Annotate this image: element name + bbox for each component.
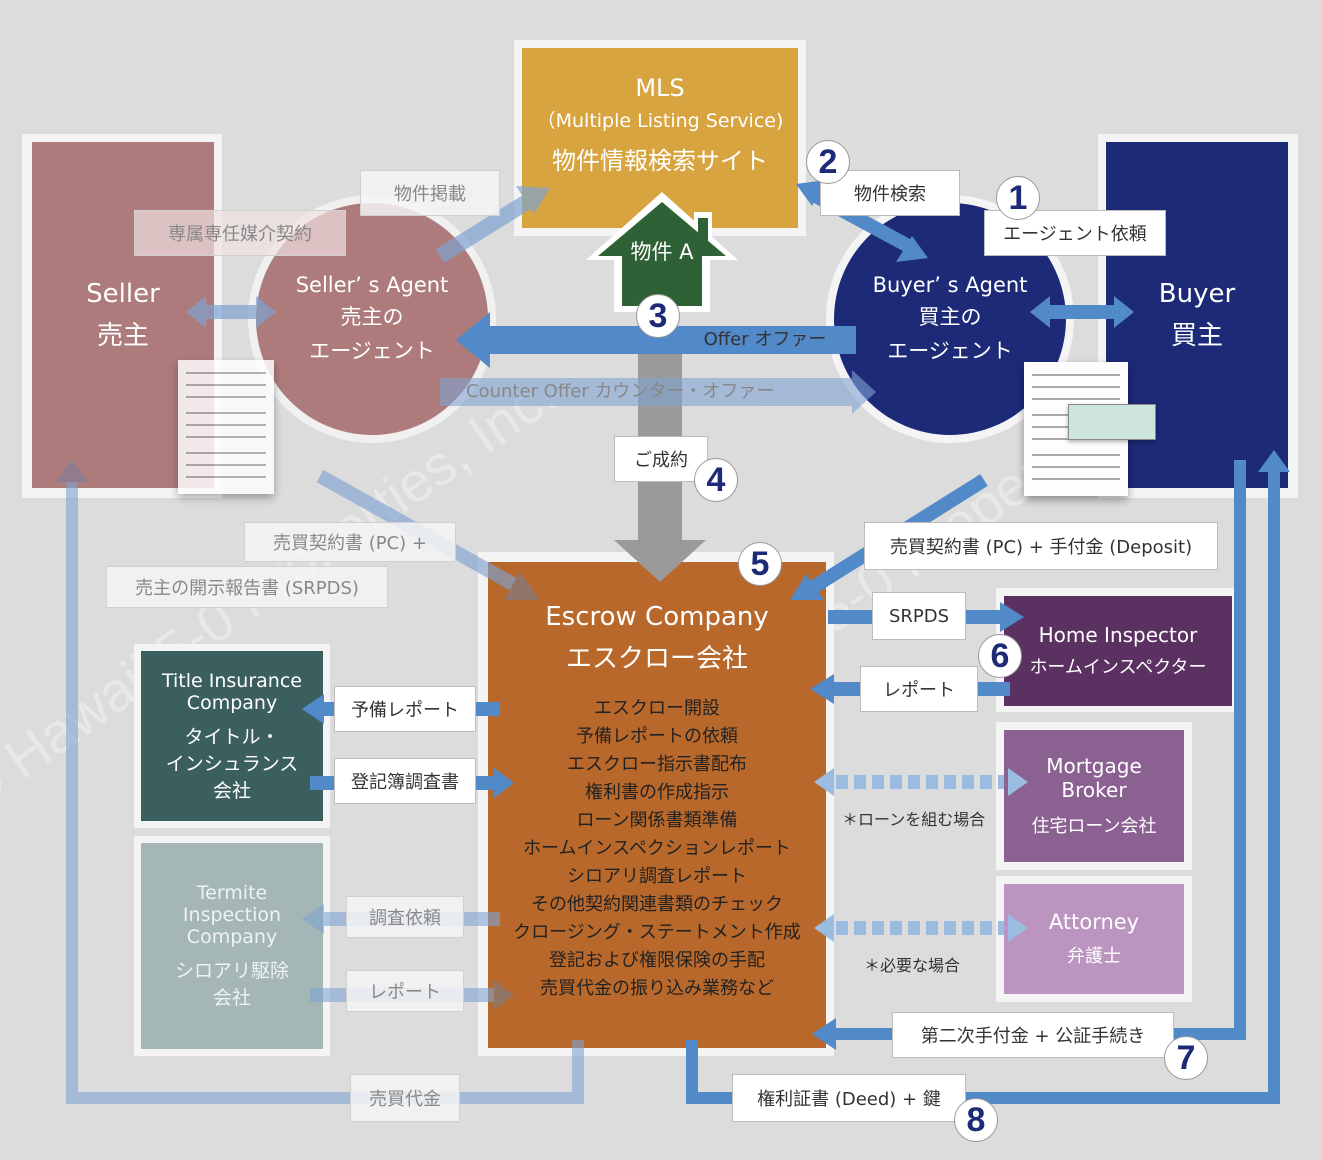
mls-box[interactable]: MLS （Multiple Listing Service) 物件情報検索サイト bbox=[522, 48, 798, 228]
step-7-badge: 7 bbox=[1164, 1036, 1208, 1080]
label-prelim-report: 予備レポート bbox=[334, 686, 476, 732]
house-chimney bbox=[698, 218, 708, 248]
label-counter-offer: Counter Offer カウンター・オファー bbox=[466, 381, 775, 402]
mortgage-en2: Broker bbox=[1061, 778, 1127, 802]
label-termite-report: レポート bbox=[346, 970, 464, 1012]
step-6-badge: 6 bbox=[978, 634, 1022, 678]
escrow-task: ローン関係書類準備 bbox=[576, 810, 738, 831]
mortgage-en1: Mortgage bbox=[1046, 754, 1142, 778]
escrow-task: その他契約関連書類のチェック bbox=[530, 894, 783, 915]
label-srpds: SRPDS bbox=[872, 592, 966, 640]
home-inspector-box[interactable]: Home Inspector ホームインスペクター bbox=[1004, 596, 1232, 706]
label-pc-seller-2: 売主の開示報告書 (SRPDS) bbox=[106, 566, 388, 608]
title-en2: Company bbox=[186, 691, 278, 714]
label-pc-seller-1: 売買契約書 (PC) + bbox=[244, 522, 456, 562]
buyer-agent-link-arrow bbox=[1030, 296, 1134, 328]
seller-agent-jp2: エージェント bbox=[309, 339, 435, 363]
counter-offer-arrow bbox=[440, 370, 876, 414]
house-body bbox=[598, 202, 726, 306]
termite-en2: Inspection bbox=[182, 904, 282, 926]
label-exclusive-contract: 専属専任媒介契約 bbox=[134, 210, 346, 256]
listing-arrow bbox=[435, 186, 550, 263]
label-title-search: 登記簿調査書 bbox=[334, 758, 476, 804]
escrow-task: ホームインスペクションレポート bbox=[523, 838, 791, 859]
house-label: 物件 A bbox=[630, 240, 694, 264]
title-jp1: タイトル・ bbox=[184, 725, 280, 748]
note-attorney: ＊必要な場合 bbox=[864, 956, 961, 975]
escrow-task: 予備レポートの依頼 bbox=[575, 726, 738, 747]
step-2-badge: 2 bbox=[806, 140, 850, 184]
seller-agent-en: Seller’ s Agent bbox=[295, 273, 449, 297]
sale-proceeds-arrow bbox=[56, 460, 584, 1104]
seller-jp: 売主 bbox=[96, 320, 149, 351]
mls-subtitle: （Multiple Listing Service) bbox=[536, 110, 784, 132]
label-termite-request: 調査依頼 bbox=[346, 896, 464, 938]
seller-en: Seller bbox=[86, 278, 160, 309]
label-deed-keys: 権利証書 (Deed) + 鍵 bbox=[732, 1074, 966, 1122]
title-jp3: 会社 bbox=[212, 779, 251, 802]
escrow-task: エスクロー開設 bbox=[593, 698, 720, 719]
seller-document-icon bbox=[178, 360, 274, 494]
attorney-jp: 弁護士 bbox=[1067, 946, 1121, 967]
title-insurance-box[interactable]: Title Insurance Company タイトル・ インシュランス 会社 bbox=[141, 651, 323, 821]
mortgage-jp: 住宅ローン会社 bbox=[1031, 816, 1157, 837]
termite-en1: Termite bbox=[196, 882, 268, 904]
house-icon[interactable] bbox=[578, 188, 746, 314]
title-en1: Title Insurance bbox=[162, 669, 302, 692]
escrow-task: 登記および権限保険の手配 bbox=[548, 950, 765, 971]
escrow-jp: エスクロー会社 bbox=[565, 644, 748, 674]
step-4-badge: 4 bbox=[694, 458, 738, 502]
mortgage-box[interactable]: Mortgage Broker 住宅ローン会社 bbox=[1004, 730, 1184, 862]
deed-keys-arrow bbox=[686, 450, 1290, 1104]
step-3-badge: 3 bbox=[636, 294, 680, 338]
label-agent-request: エージェント依頼 bbox=[984, 210, 1166, 256]
escrow-en: Escrow Company bbox=[545, 602, 769, 632]
attorney-box[interactable]: Attorney 弁護士 bbox=[1004, 884, 1184, 994]
mls-jp: 物件情報検索サイト bbox=[552, 147, 768, 175]
step-5-badge: 5 bbox=[738, 542, 782, 586]
escrow-task: 権利書の作成指示 bbox=[584, 782, 729, 803]
escrow-task: クロージング・ステートメント作成 bbox=[513, 922, 801, 943]
escrow-task-list: エスクロー開設 予備レポートの依頼 エスクロー指示書配布 権利書の作成指示 ロー… bbox=[513, 695, 801, 1003]
inspector-en: Home Inspector bbox=[1038, 623, 1198, 647]
label-offer: Offer オファー bbox=[703, 329, 827, 350]
escrow-box[interactable]: Escrow Company エスクロー会社 エスクロー開設 予備レポートの依頼… bbox=[488, 562, 826, 1048]
termite-box[interactable]: Termite Inspection Company シロアリ駆除 会社 bbox=[141, 843, 323, 1049]
title-jp2: インシュランス bbox=[165, 752, 299, 775]
seller-agent-jp1: 売主の bbox=[340, 305, 404, 329]
termite-jp1: シロアリ駆除 bbox=[174, 960, 289, 982]
seller-agent-link-arrow bbox=[186, 296, 276, 328]
check-icon bbox=[1068, 404, 1156, 440]
buyer-agent-jp2: エージェント bbox=[887, 339, 1013, 363]
buyer-en: Buyer bbox=[1158, 278, 1236, 309]
label-second-deposit: 第二次手付金 + 公証手続き bbox=[892, 1012, 1174, 1058]
attorney-en: Attorney bbox=[1048, 910, 1140, 934]
buyer-agent-en: Buyer’ s Agent bbox=[872, 273, 1028, 297]
mls-title: MLS bbox=[635, 74, 685, 102]
note-loan: ＊ローンを組む場合 bbox=[842, 810, 986, 829]
attorney-dashed-arrow bbox=[814, 914, 1028, 942]
escrow-task: 売買代金の振り込み業務など bbox=[539, 978, 774, 999]
mortgage-dashed-arrow bbox=[814, 768, 1028, 796]
inspector-jp: ホームインスペクター bbox=[1029, 657, 1207, 678]
step-1-badge: 1 bbox=[996, 176, 1040, 220]
termite-en3: Company bbox=[186, 926, 278, 948]
buyer-jp: 買主 bbox=[1170, 320, 1223, 351]
label-pc-buyer: 売買契約書 (PC) + 手付金 (Deposit) bbox=[864, 522, 1218, 570]
label-contract-concluded: ご成約 bbox=[614, 436, 708, 482]
step-8-badge: 8 bbox=[954, 1098, 998, 1142]
escrow-task: エスクロー指示書配布 bbox=[566, 754, 747, 775]
escrow-task: シロアリ調査レポート bbox=[566, 866, 747, 887]
label-listing: 物件掲載 bbox=[360, 170, 500, 216]
label-inspector-report: レポート bbox=[860, 666, 978, 712]
termite-jp2: 会社 bbox=[212, 987, 251, 1009]
buyer-agent-jp1: 買主の bbox=[918, 305, 982, 329]
label-sale-proceeds: 売買代金 bbox=[350, 1074, 460, 1122]
